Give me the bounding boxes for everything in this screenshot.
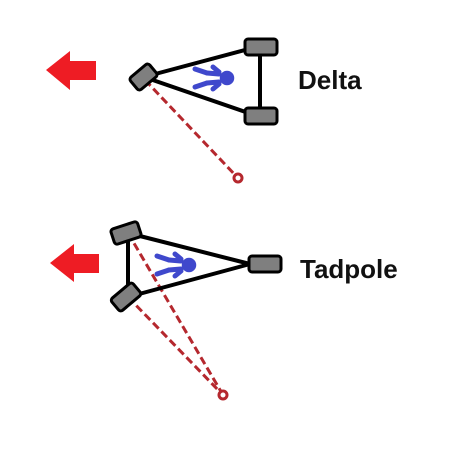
front-left-wheel [109,220,143,246]
left-arrow-icon [46,51,96,90]
front-wheel [128,62,159,92]
front-right-wheel [109,281,143,313]
rider-icon [154,251,198,279]
rear-wheel [247,254,283,274]
turn-radius-line-left [126,232,225,396]
tadpole-group: Tadpole [50,220,398,401]
delta-label: Delta [298,65,362,95]
turn-radius-line [143,78,240,180]
delta-frame [142,44,261,119]
left-arrow-icon [50,244,99,282]
tadpole-label: Tadpole [300,254,398,284]
turn-center-dot-icon [232,172,244,184]
turn-center-dot-icon [217,389,229,401]
rear-right-wheel [243,106,279,126]
rider-icon [192,64,236,92]
rear-left-wheel [243,37,279,57]
turn-radius-line-right [126,295,225,397]
delta-group: Delta [46,37,362,184]
